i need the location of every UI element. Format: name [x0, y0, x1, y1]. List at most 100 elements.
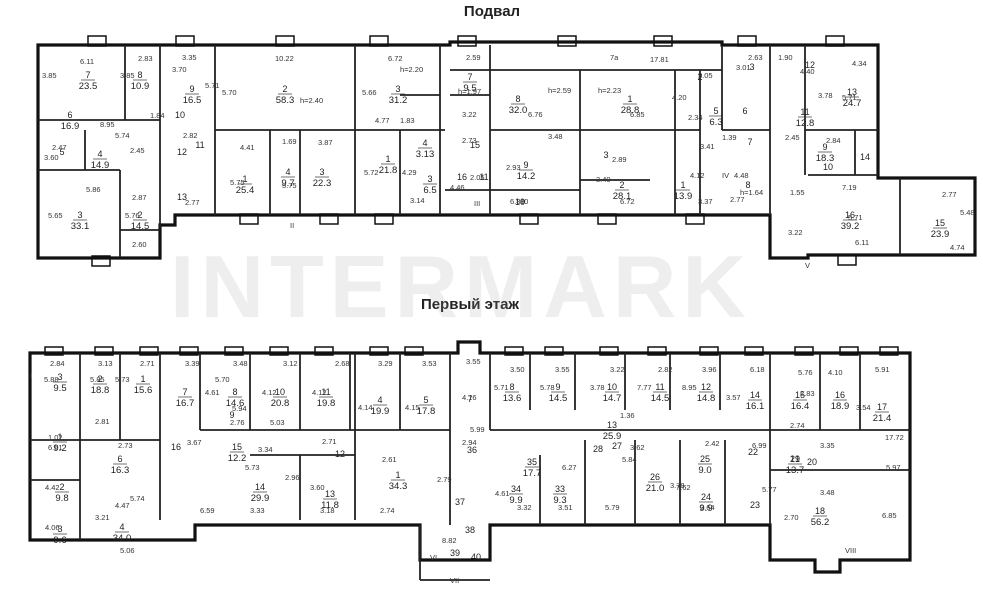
- basement-room-number: 5: [713, 106, 718, 116]
- first-floor-room-number: 36: [467, 445, 477, 455]
- basement-dimension: 2.84: [826, 136, 841, 145]
- basement-room-area: 16.9: [61, 121, 80, 132]
- first-floor-dimension: 5.70: [215, 375, 230, 384]
- basement-dimension: 3.40: [596, 175, 611, 184]
- basement-room-area: 14.2: [517, 171, 536, 182]
- basement-dimension: 5.72: [364, 168, 379, 177]
- first-floor-room-number: 8: [509, 382, 514, 392]
- first-floor-dimension: 3.12: [283, 359, 298, 368]
- first-floor-dimension: 3.55: [555, 365, 570, 374]
- first-floor-room-number: 27: [612, 441, 622, 451]
- basement-dimension: 6.85: [630, 110, 645, 119]
- basement-dimension: h=2.20: [400, 65, 423, 74]
- first-floor-title: Первый этаж: [420, 296, 520, 313]
- basement-dimension: 5.71: [205, 81, 220, 90]
- basement-room-area: 6.3: [709, 117, 722, 128]
- basement-dimension: 6.88: [510, 197, 525, 206]
- basement-room-number: 3: [427, 174, 432, 184]
- basement-room-number: 2: [282, 84, 287, 94]
- basement-dimension: 1.84: [150, 111, 165, 120]
- first-floor-dimension: 5.73: [245, 463, 260, 472]
- first-floor-room-area: 21.0: [646, 483, 665, 494]
- first-floor-room-area: 9.9: [699, 503, 712, 514]
- basement-room-area: 9.5: [463, 83, 476, 94]
- first-floor-dimension: 5.84: [622, 455, 637, 464]
- first-floor-dimension: 2.71: [140, 359, 155, 368]
- first-floor-dimension: 4.61: [205, 388, 220, 397]
- basement-dimension: 3.01: [736, 63, 751, 72]
- first-floor-room-number: 17: [877, 402, 887, 412]
- basement-dimension: 2.82: [183, 131, 198, 140]
- basement-room-area: 24.7: [843, 98, 862, 109]
- first-floor-dimension: 3.62: [630, 443, 645, 452]
- basement-dimension: 10.22: [275, 54, 294, 63]
- first-floor-dimension: 3.48: [820, 488, 835, 497]
- first-floor-room-area: 11.8: [321, 500, 339, 511]
- basement-room-number: 1: [680, 180, 685, 190]
- first-floor-dimension: 4.14: [358, 403, 373, 412]
- first-floor-dimension: 3.39: [185, 359, 200, 368]
- first-floor-room-area: 14.6: [226, 398, 245, 409]
- first-floor-dimension: 3.60: [310, 483, 325, 492]
- first-floor-room-number: 18: [815, 506, 825, 516]
- first-floor-dimension: 4.16: [462, 393, 477, 402]
- first-floor-room-number: 24: [701, 492, 711, 502]
- first-floor-room-number: 23: [750, 500, 760, 510]
- basement-dimension: 2.77: [185, 198, 200, 207]
- first-floor-room-number: 35: [527, 457, 537, 467]
- basement-dimension: 4.34: [852, 59, 867, 68]
- basement-room-area: 10.9: [131, 81, 150, 92]
- basement-room-number: 16: [845, 210, 855, 220]
- first-floor-dimension: 7.62: [676, 483, 691, 492]
- basement-dimension: 6.11: [855, 238, 869, 247]
- first-floor-room-area: 14.8: [697, 393, 716, 404]
- first-floor-room-number: 1: [57, 432, 62, 442]
- basement-room-number: 15: [470, 140, 480, 150]
- first-floor-dimension: 2.79: [437, 475, 452, 484]
- basement-dimension: 2.60: [132, 240, 147, 249]
- first-floor-room-number: 34: [511, 484, 521, 494]
- first-floor-dimension: 3.29: [378, 359, 393, 368]
- first-floor-dimension: 4.47: [115, 501, 130, 510]
- first-floor-dimension: 3.18: [320, 506, 335, 515]
- first-floor-dimension: 4.06: [45, 523, 60, 532]
- first-floor-room-number: 40: [471, 552, 481, 562]
- first-floor-dimension: 2.61: [382, 455, 397, 464]
- basement-room-area: 14.5: [131, 221, 150, 232]
- basement-room-number: 5: [59, 147, 64, 157]
- first-floor-room-number: 5: [423, 395, 428, 405]
- first-floor-dimension: 5.77: [762, 485, 777, 494]
- basement-room-number: 12: [177, 147, 187, 157]
- first-floor-room-number: 37: [455, 497, 465, 507]
- first-floor-dimension: 2.96: [285, 473, 300, 482]
- first-floor-dimension: 6.85: [882, 511, 897, 520]
- basement-room-number: 7: [747, 137, 752, 147]
- basement-room-area: 6.5: [423, 185, 436, 196]
- first-floor-dimension: 3.57: [726, 393, 741, 402]
- basement-dimension: 3.60: [44, 153, 59, 162]
- first-floor-outline: [28, 340, 912, 574]
- first-floor-dimension: 2.71: [322, 437, 337, 446]
- first-floor-dimension: 5.99: [470, 425, 485, 434]
- basement-dimension: 3.41: [700, 142, 715, 151]
- first-floor-room-area: 9.6: [53, 535, 66, 546]
- basement-dimension: II: [290, 221, 294, 230]
- first-floor-dimension: 7.77: [637, 383, 652, 392]
- first-floor-room-number: 20: [807, 457, 817, 467]
- first-floor-dimension: 3.96: [702, 365, 717, 374]
- first-floor-room-number: 19: [790, 454, 800, 464]
- basement-room-number: 1: [385, 154, 390, 164]
- first-floor-room-number: 9: [229, 410, 234, 420]
- first-floor-dimension: 3.64: [700, 503, 715, 512]
- first-floor-dimension: 3.54: [856, 403, 871, 412]
- basement-room-number: 3: [77, 210, 82, 220]
- first-floor-room-area: 34.0: [113, 533, 132, 544]
- first-floor-dimension: 4.61: [495, 489, 510, 498]
- first-floor-dimension: 3.78: [670, 481, 685, 490]
- first-floor-room-area: 13.6: [503, 393, 522, 404]
- basement-dimension: 1.69: [282, 137, 297, 146]
- basement-dimension: 5.75: [230, 178, 245, 187]
- first-floor-room-number: 12: [335, 449, 345, 459]
- first-floor-room-number: 1: [395, 470, 400, 480]
